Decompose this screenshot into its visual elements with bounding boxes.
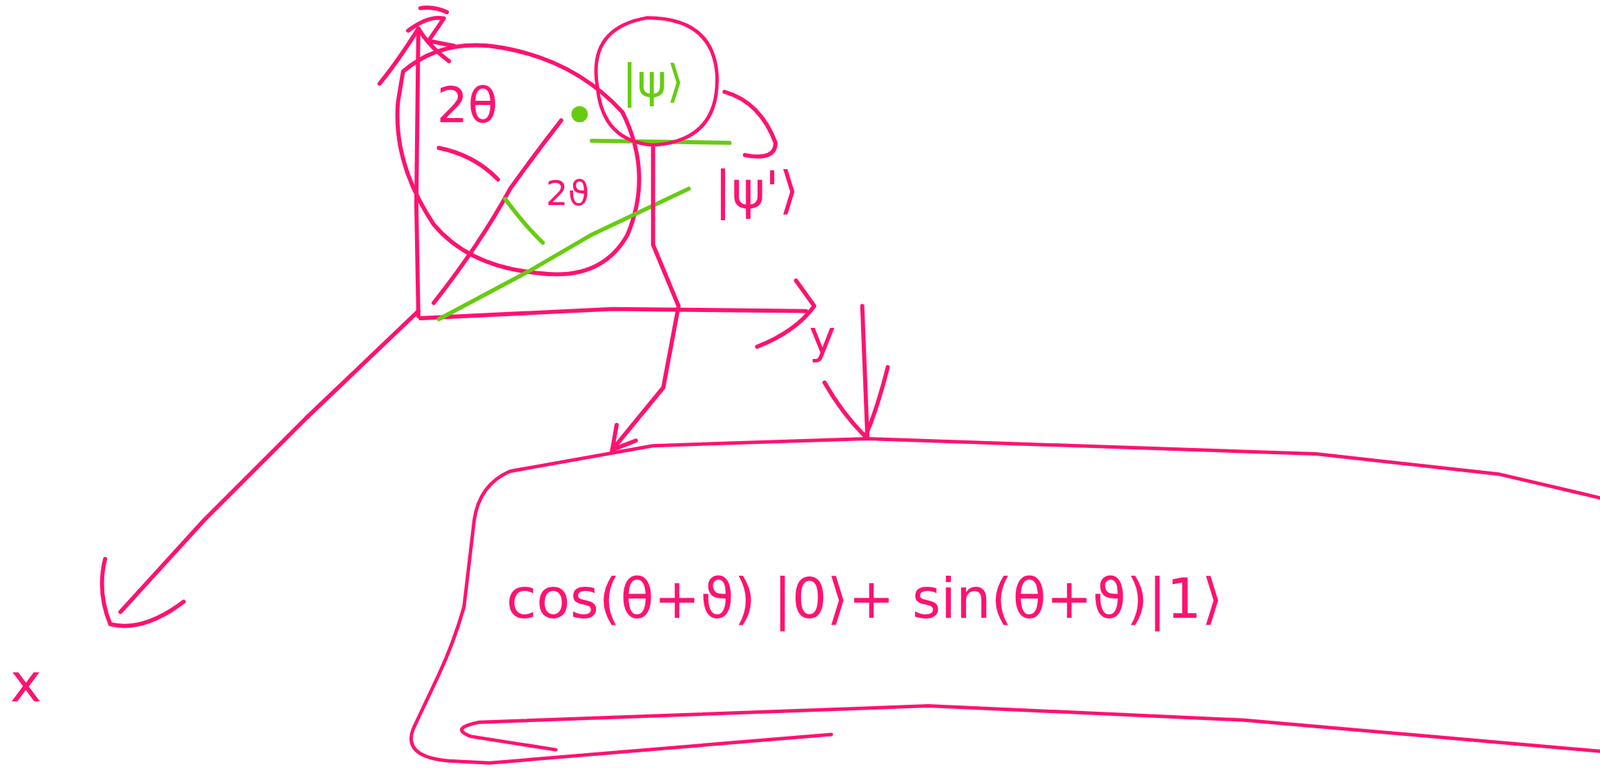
box-stroke: [411, 438, 1600, 764]
y-arrowhead: [756, 280, 815, 347]
box-stroke: [461, 706, 1600, 754]
state-circle: |ψ⟩: [586, 15, 720, 148]
angle-arc: [438, 147, 498, 180]
ink-scribble: [724, 91, 776, 157]
connector: [612, 147, 679, 450]
z-axis: [416, 28, 419, 317]
state-text: |ψ⟩: [622, 55, 685, 108]
circle-stroke: [595, 17, 717, 146]
z-arrowhead: [379, 28, 449, 84]
angle-arc: [504, 198, 543, 244]
x-arrowhead: [102, 559, 184, 627]
bloch-sphere: [397, 44, 639, 275]
formula-box: cos(θ+ϑ) |0⟩+ sin(θ+ϑ)|1⟩: [438, 433, 1600, 766]
angle-label: 2ϑ: [546, 173, 590, 214]
y-axis: [420, 309, 807, 319]
x-axis: [120, 311, 418, 613]
z-scribble: [408, 7, 454, 46]
state-dot: [573, 108, 586, 121]
axis-label: y: [809, 312, 836, 364]
arrowhead: [612, 424, 636, 450]
angle-label: 2θ: [436, 77, 498, 134]
leader-arrowhead: [824, 367, 889, 437]
connector-line: [612, 147, 679, 450]
leader-line: [862, 305, 868, 437]
formula-text: cos(θ+ϑ) |0⟩+ sin(θ+ϑ)|1⟩: [506, 567, 1223, 632]
axis-label: x: [10, 653, 42, 715]
ink-stroke: [591, 140, 730, 143]
state-label: |ψ'⟩: [714, 160, 799, 220]
state-vector: [433, 120, 562, 303]
